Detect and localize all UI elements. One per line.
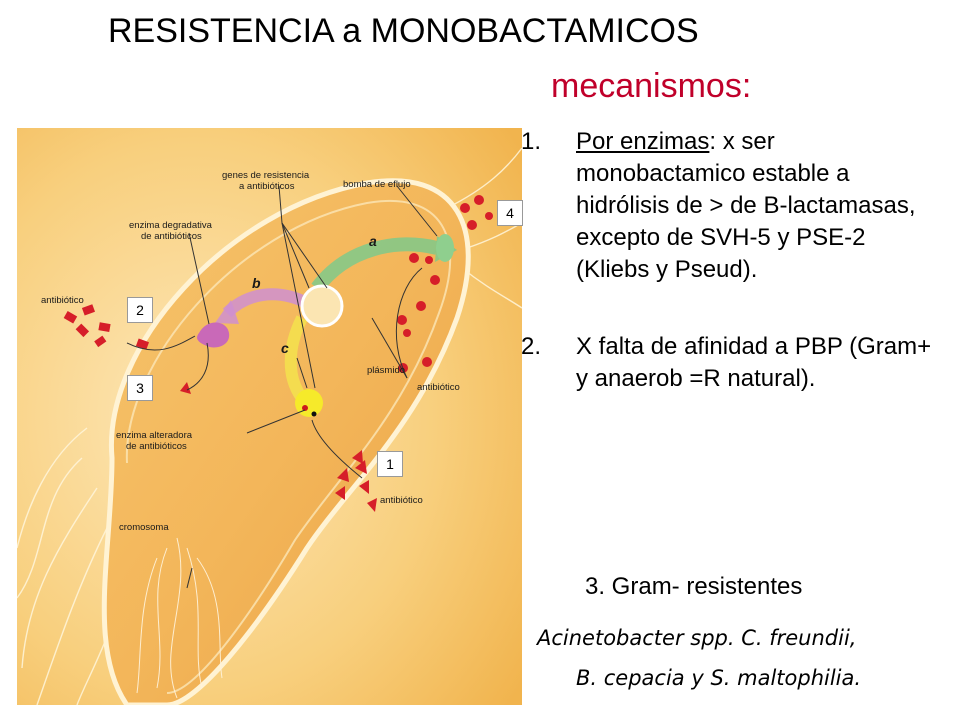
list-item-1: 1. Por enzimas: x ser monobactamico esta… xyxy=(521,126,941,286)
marker-3: 3 xyxy=(127,375,153,401)
species-line-2: B. cepacia y S. maltophilia. xyxy=(576,666,862,690)
list-item-2-number: 2. xyxy=(521,333,542,360)
pathway-c-arrow xyxy=(284,315,308,402)
species-line-1: Acinetobacter spp. C. freundii, xyxy=(537,626,857,650)
label-enzima-degradativa-line2: de antibióticos xyxy=(141,231,202,242)
label-bomba: bomba de eflujo xyxy=(343,179,411,190)
plasmid-ring xyxy=(300,284,344,328)
list-item-3: 3. Gram- resistentes xyxy=(585,573,803,600)
list-item-1-heading: Por enzimas xyxy=(576,128,710,155)
list-item-1-text: : x ser monobactamico estable a hidrólis… xyxy=(576,128,916,283)
species-list: Acinetobacter spp. C. freundii, B. cepac… xyxy=(537,618,957,698)
degradative-enzyme xyxy=(197,322,230,348)
label-antibiotico-right: antibiótico xyxy=(417,382,460,393)
chromosome-threads xyxy=(136,537,223,699)
slide-title: RESISTENCIA a MONOBACTAMICOS xyxy=(108,12,699,50)
altering-enzyme xyxy=(295,389,323,417)
label-plasmido: plásmido xyxy=(367,365,405,376)
marker-2: 2 xyxy=(127,297,153,323)
bacteria-illustration: genes de resistencia a antibióticos bomb… xyxy=(17,128,522,705)
antibiotic-particles xyxy=(63,195,493,512)
label-antibiotico-bottom: antibiótico xyxy=(380,495,423,506)
callout-lines xyxy=(126,185,438,589)
label-path-c: c xyxy=(281,340,289,356)
label-genes-line1: genes de resistencia xyxy=(222,170,310,181)
label-cromosoma: cromosoma xyxy=(119,522,169,533)
pathway-a-arrow xyxy=(311,237,439,293)
bacterial-cell xyxy=(101,178,471,705)
label-enzima-alteradora-line1: enzima alteradora xyxy=(116,430,193,441)
marker-1: 1 xyxy=(377,451,403,477)
mechanism-list: 1. Por enzimas: x ser monobactamico esta… xyxy=(521,126,941,395)
label-path-b: b xyxy=(252,275,261,291)
label-enzima-alteradora-line2: de antibióticos xyxy=(126,441,187,452)
marker-4: 4 xyxy=(497,200,523,226)
label-genes-line2: a antibióticos xyxy=(239,181,295,192)
list-item-2: 2. X falta de afinidad a PBP (Gram+ y an… xyxy=(521,331,941,395)
label-antibiotico-left: antibiótico xyxy=(41,295,84,306)
list-item-1-number: 1. xyxy=(521,128,542,155)
list-item-2-text: X falta de afinidad a PBP (Gram+ y anaer… xyxy=(576,333,932,392)
slide-subtitle: mecanismos: xyxy=(551,67,752,105)
label-enzima-degradativa-line1: enzima degradativa xyxy=(129,220,213,231)
label-path-a: a xyxy=(369,233,377,249)
efflux-pump xyxy=(436,234,454,262)
